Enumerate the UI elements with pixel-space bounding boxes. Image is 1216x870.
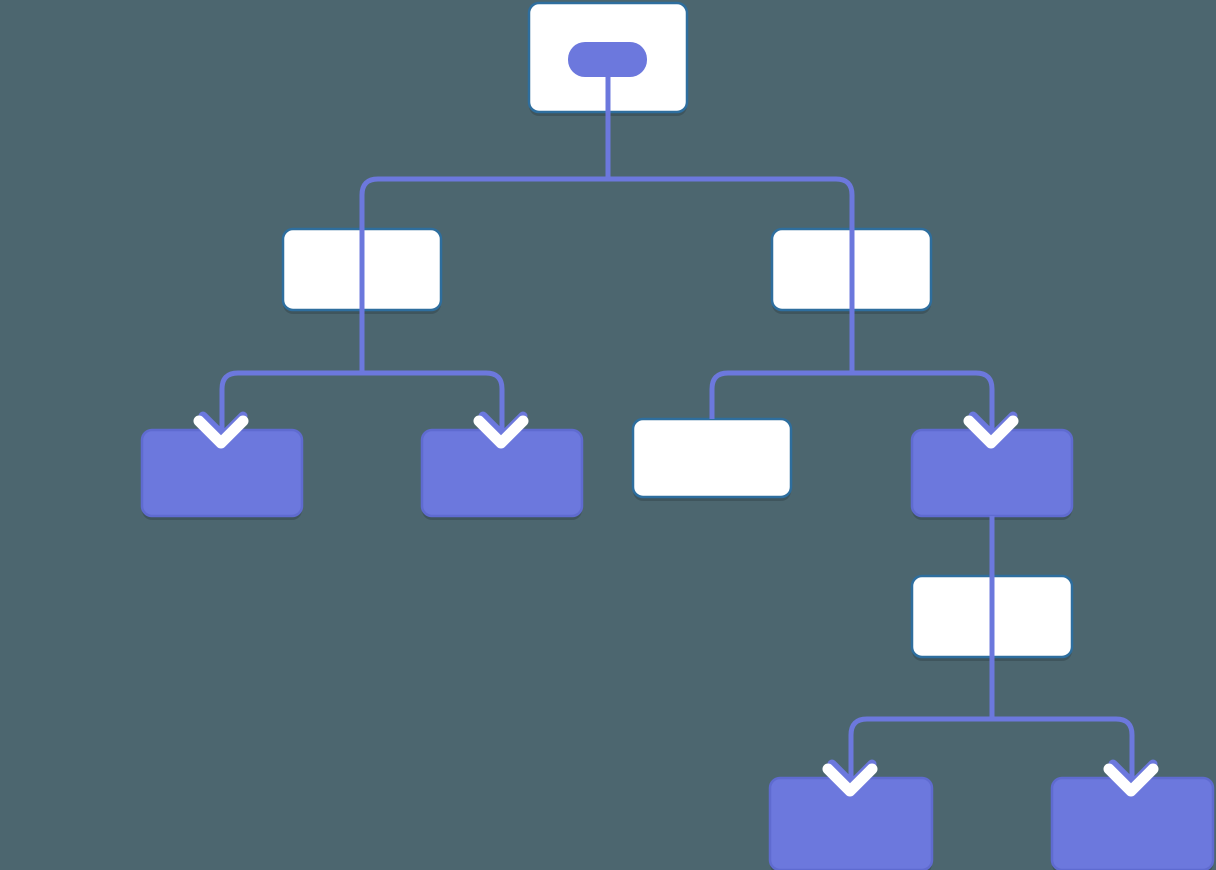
arrowhead-right-sub xyxy=(963,411,1019,449)
edge-layer xyxy=(219,42,1135,785)
arrow-chevron-white-icon xyxy=(1103,763,1159,797)
edge-sub-to-leaf3 xyxy=(848,716,992,785)
arrow-chevron-white-icon xyxy=(473,415,529,449)
arrowhead-leaf-1 xyxy=(193,411,249,449)
arrow-chevron-white-icon xyxy=(822,763,878,797)
arrow-chevron-white-icon xyxy=(963,415,1019,449)
arrow-chevron-white-icon xyxy=(193,415,249,449)
node-right-leaf-white[interactable] xyxy=(631,417,793,499)
arrowhead-leaf-4 xyxy=(1103,759,1159,797)
edge-right-to-white xyxy=(709,370,852,419)
edge-sub-to-leaf4 xyxy=(992,716,1135,785)
edge-left-to-leaf2 xyxy=(362,370,505,437)
arrowhead-leaf-3 xyxy=(822,759,878,797)
edge-right-to-sub xyxy=(852,370,995,437)
arrowhead-layer xyxy=(193,411,1159,797)
edge-left-to-leaf1 xyxy=(219,370,362,437)
node-layer xyxy=(140,1,1215,870)
edge-root-to-left xyxy=(359,176,608,310)
root-pill-badge[interactable] xyxy=(568,42,647,77)
edge-root-to-right xyxy=(608,176,855,310)
arrowhead-leaf-2 xyxy=(473,411,529,449)
